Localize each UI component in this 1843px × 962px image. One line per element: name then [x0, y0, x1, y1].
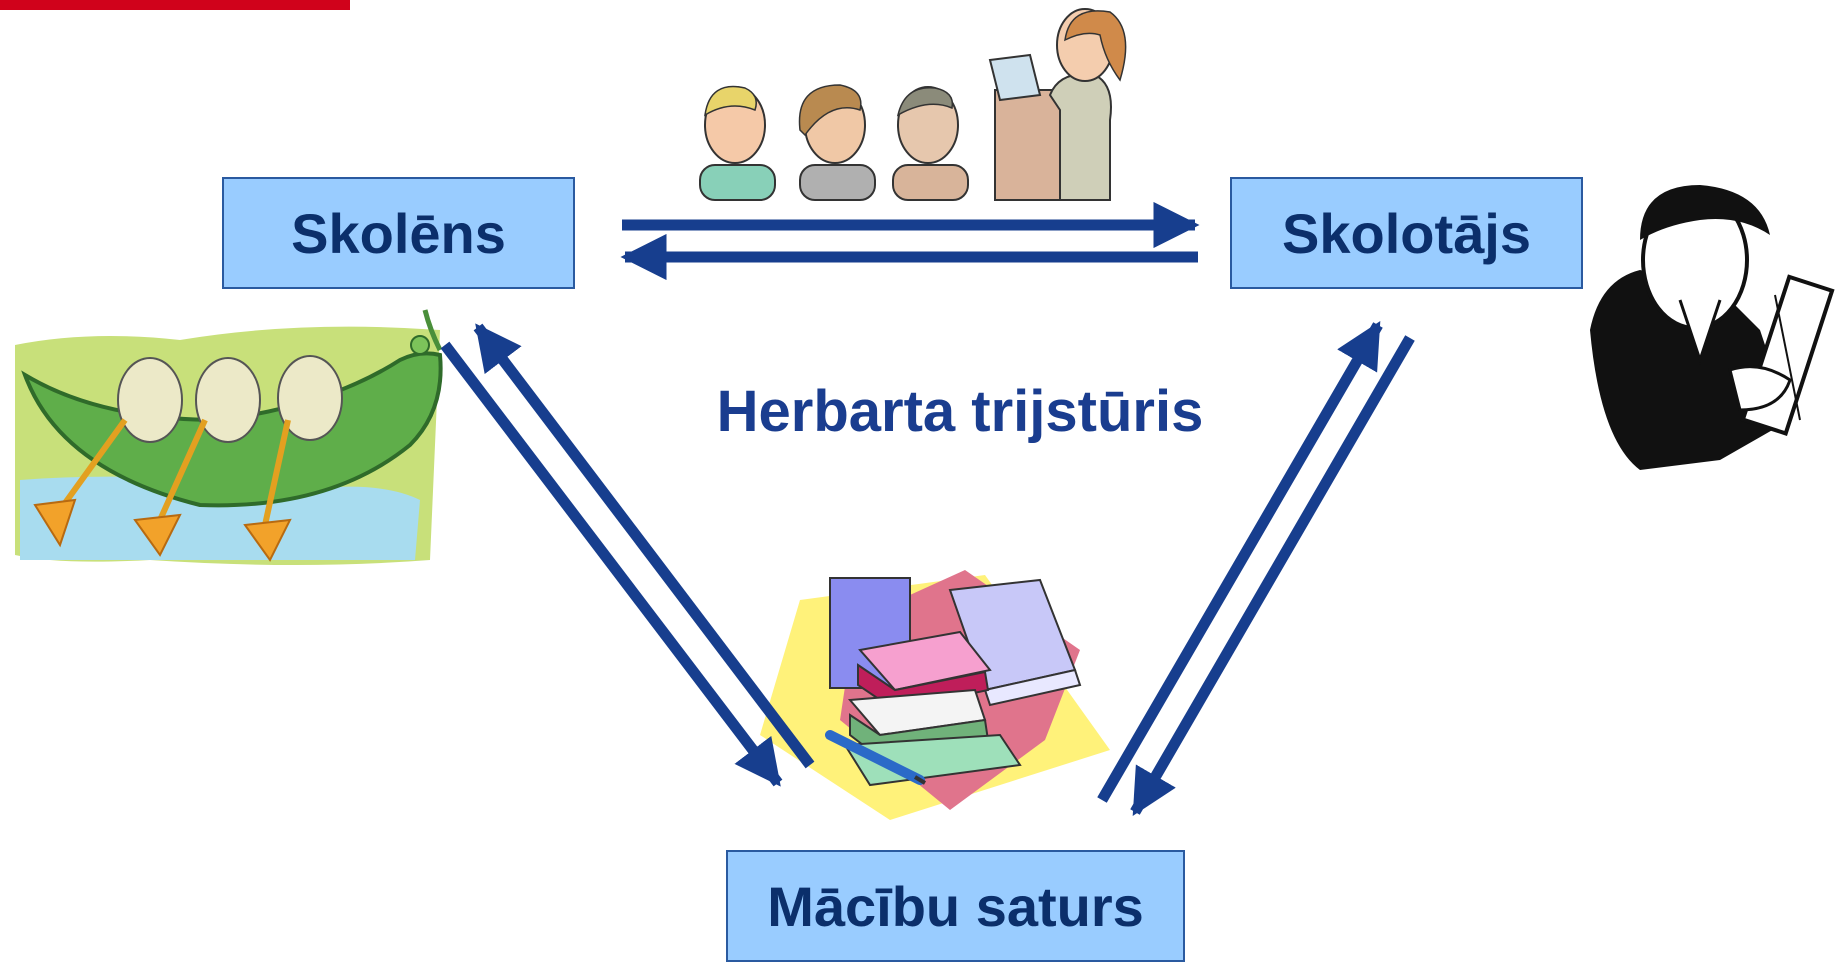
books-stack-clipart: [760, 570, 1110, 820]
node-student: Skolēns: [222, 177, 575, 289]
node-teacher-label: Skolotājs: [1282, 201, 1531, 265]
peapod-rowers-clipart: [15, 309, 443, 565]
classroom-lecture-clipart: [699, 8, 1127, 201]
node-content: Mācību saturs: [726, 850, 1185, 962]
node-teacher: Skolotājs: [1230, 177, 1583, 289]
accent-bar: [0, 0, 350, 10]
arrow-content-to-teacher: [1097, 321, 1383, 803]
arrow-teacher-to-content: [1130, 335, 1415, 816]
reading-man-clipart: [1590, 185, 1835, 470]
node-content-label: Mācību saturs: [767, 874, 1144, 938]
node-student-label: Skolēns: [291, 201, 506, 265]
arrow-student-to-content: [440, 341, 783, 787]
diagram-title: Herbarta trijstūris: [716, 379, 1204, 444]
arrow-content-to-student: [473, 323, 815, 769]
